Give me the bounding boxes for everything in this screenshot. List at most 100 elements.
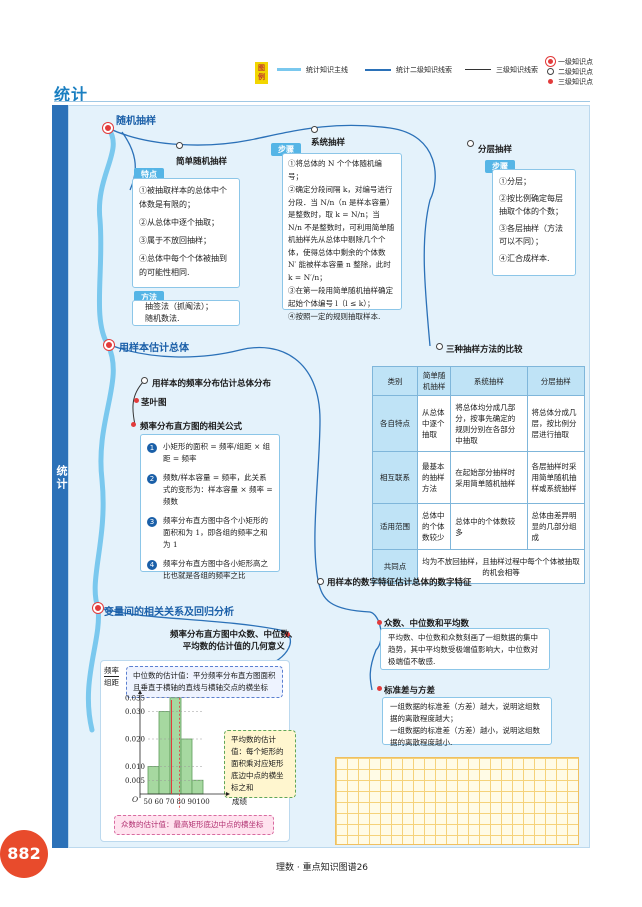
mean-median-mode-text: 平均数、中位数和众数刻画了一组数据的集中趋势，其中平均数受极端值影响大，中位数对… bbox=[388, 633, 538, 666]
mean-median-mode-card: 平均数、中位数和众数刻画了一组数据的集中趋势，其中平均数受极端值影响大，中位数对… bbox=[380, 628, 550, 670]
node-systematic-sampling bbox=[311, 126, 318, 133]
node-variance bbox=[377, 686, 382, 691]
legend-level2-label: 二级知识点 bbox=[558, 68, 593, 76]
node-regression bbox=[93, 603, 103, 613]
hist-meaning-title-line: 频率分布直方图中众数、中位数、 bbox=[170, 630, 298, 640]
y-tick-label: 0.020 bbox=[125, 736, 145, 744]
histogram-bar bbox=[158, 711, 171, 795]
table-cell: 总体由差异明显的几部分组成 bbox=[526, 503, 586, 550]
feature-item: ①被抽取样本的总体中个体数是有限的； bbox=[139, 186, 227, 209]
y-tick-label: 0.005 bbox=[125, 777, 145, 785]
estimation-title: 用样本估计总体 bbox=[119, 343, 189, 354]
y-axis-title: 频率 组距 bbox=[104, 665, 119, 688]
formula-number-3: 3 bbox=[147, 517, 157, 527]
stem-leaf-title: 茎叶图 bbox=[141, 398, 167, 408]
variance-card: 一组数据的标准差（方差）越大，说明这组数据的离散程度越大； 一组数据的标准差（方… bbox=[382, 697, 552, 747]
table-row: 共同点 均为不放回抽样，且抽样过程中每个个体被抽取的机会相等 bbox=[372, 549, 585, 584]
hist-meaning-title-line: 平均数的估计值的几何意义 bbox=[182, 642, 285, 652]
table-header: 简单随机抽样 bbox=[416, 366, 452, 396]
row-header: 各自特点 bbox=[372, 395, 418, 452]
table-cell-common: 均为不放回抽样，且抽样过程中每个个体被抽取的机会相等 bbox=[417, 549, 585, 584]
node-hist-formulas bbox=[131, 422, 136, 427]
stratified-step: ③各层抽样（方法可以不同）； bbox=[499, 224, 563, 246]
table-header: 分层抽样 bbox=[526, 366, 586, 396]
mean-note: 平均数的估计值：每个矩形的面积乘对应矩形底边中点的横坐标之和 bbox=[224, 730, 296, 798]
systematic-step: ①将总体的 N 个个体随机编号； bbox=[288, 159, 382, 181]
formula-text: 频数/样本容量 = 频率，此关系式的变形为：样本容量 × 频率 = 频数 bbox=[163, 473, 273, 506]
table-cell: 将总体均分成几部分，按事先确定的规则分别在各部分中抽取 bbox=[450, 395, 528, 452]
node-numeric-features bbox=[317, 578, 324, 585]
table-row: 各自特点 从总体中逐个抽取 将总体均分成几部分，按事先确定的规则分别在各部分中抽… bbox=[372, 395, 586, 452]
systematic-step: ③在第一段用简单随机抽样确定起始个体编号 l（l ≤ k）； bbox=[288, 286, 393, 308]
y-tick-label: 0.010 bbox=[125, 763, 145, 771]
mean-median-mode-title: 众数、中位数和平均数 bbox=[384, 619, 470, 629]
legend-level3-label: 三级知识点 bbox=[558, 78, 593, 86]
y-label-top: 频率 bbox=[104, 666, 119, 675]
sidebar bbox=[52, 105, 68, 848]
row-header: 共同点 bbox=[372, 549, 418, 584]
simple-sampling-title: 简单随机抽样 bbox=[176, 157, 228, 167]
x-tick-label: 100 bbox=[196, 798, 209, 806]
y-axis-arrow bbox=[138, 690, 142, 694]
legend-third-label: 三级知识线索 bbox=[496, 66, 538, 74]
formula-number-2: 2 bbox=[147, 474, 157, 484]
legend-level3-dot bbox=[548, 79, 553, 84]
table-cell: 最基本的抽样方法 bbox=[416, 451, 452, 504]
freq-dist-title: 用样本的频率分布估计总体分布 bbox=[152, 379, 272, 389]
node-freq-dist bbox=[141, 377, 148, 384]
comparison-title: 三种抽样方法的比较 bbox=[446, 345, 523, 355]
row-header: 相互联系 bbox=[372, 451, 418, 504]
stratified-step: ①分层； bbox=[499, 177, 531, 186]
stratified-step: ④汇合成样本. bbox=[499, 254, 550, 263]
legend-main-label: 统计知识主线 bbox=[306, 66, 348, 74]
legend-level2-dot bbox=[547, 68, 554, 75]
regression-title: 变量间的相关关系及回归分析 bbox=[104, 607, 234, 618]
x-tick-label: 90 bbox=[188, 798, 197, 806]
node-estimation bbox=[104, 340, 114, 350]
table-cell: 各层抽样时采用简单随机抽样或系统抽样 bbox=[526, 451, 586, 504]
node-simple-sampling bbox=[176, 142, 183, 149]
systematic-step: ②确定分段间隔 k，对编号进行分段．当 N/n（n 是样本容量）是整数时，取 k… bbox=[288, 185, 395, 282]
formula-text: 小矩形的面积 = 频率/组距 × 组距 = 频率 bbox=[163, 442, 271, 463]
features-card: ①被抽取样本的总体中个体数是有限的； ②从总体中逐个抽取； ③属于不放回抽样； … bbox=[132, 178, 240, 288]
table-cell: 总体中的个体数较少 bbox=[416, 503, 452, 550]
methods-card: 抽签法（抓阄法）； 随机数法. bbox=[132, 300, 240, 326]
x-tick-label: 50 bbox=[144, 798, 153, 806]
feature-item: ②从总体中逐个抽取； bbox=[139, 218, 219, 227]
table-header-row: 类别 简单随机抽样 系统抽样 分层抽样 bbox=[372, 366, 586, 396]
x-axis-label: 成绩 bbox=[232, 796, 247, 806]
formula-number-1: 1 bbox=[147, 443, 157, 453]
x-tick-label: 60 bbox=[155, 798, 164, 806]
numeric-features-title: 用样本的数字特征估计总体的数字特征 bbox=[327, 578, 472, 588]
comparison-table: 类别 简单随机抽样 系统抽样 分层抽样 各自特点 从总体中逐个抽取 将总体均分成… bbox=[372, 366, 586, 584]
formula-number-4: 4 bbox=[147, 560, 157, 570]
table-header: 类别 bbox=[372, 366, 418, 396]
formula-text: 频率分布直方图中各小矩形高之比也就是各组的频率之比 bbox=[163, 559, 268, 580]
table-cell: 在起始部分抽样时采用简单随机抽样 bbox=[450, 451, 528, 504]
formula-item: 4 频率分布直方图中各小矩形高之比也就是各组的频率之比 bbox=[147, 558, 273, 582]
footer-text: 理数 · 重点知识图谱26 bbox=[276, 863, 369, 873]
legend-tag: 图例 bbox=[255, 62, 268, 84]
legend-second-label: 统计二级知识线索 bbox=[396, 66, 452, 74]
table-row: 相互联系 最基本的抽样方法 在起始部分抽样时采用简单随机抽样 各层抽样时采用简单… bbox=[372, 451, 586, 504]
histogram-bar bbox=[180, 738, 193, 795]
legend-third-line bbox=[465, 69, 491, 70]
legend-main-line bbox=[277, 68, 301, 71]
table-header: 系统抽样 bbox=[450, 366, 528, 396]
hist-meaning-title: 频率分布直方图中众数、中位数、 平均数的估计值的几何意义 bbox=[170, 629, 298, 653]
formula-text: 频率分布直方图中各个小矩形的面积和为 1，即各组的频率之和为 1 bbox=[163, 516, 268, 549]
method-item: 抽签法（抓阄法）； bbox=[145, 302, 213, 311]
y-label-bottom: 组距 bbox=[104, 676, 119, 687]
feature-item: ④总体中每个个体被抽到的可能性相同. bbox=[139, 254, 227, 277]
formula-item: 3 频率分布直方图中各个小矩形的面积和为 1，即各组的频率之和为 1 bbox=[147, 515, 273, 551]
stratified-steps-card: ①分层； ②按比例确定每层抽取个体的个数； ③各层抽样（方法可以不同）； ④汇合… bbox=[492, 169, 576, 276]
node-stem-leaf bbox=[134, 398, 139, 403]
origin-label: O bbox=[132, 795, 138, 804]
node-comparison bbox=[436, 343, 443, 350]
legend-level1-dot bbox=[546, 57, 555, 66]
systematic-steps-tag: 步骤 bbox=[271, 143, 301, 156]
row-header: 适用范围 bbox=[372, 503, 418, 550]
method-item: 随机数法. bbox=[145, 314, 180, 323]
